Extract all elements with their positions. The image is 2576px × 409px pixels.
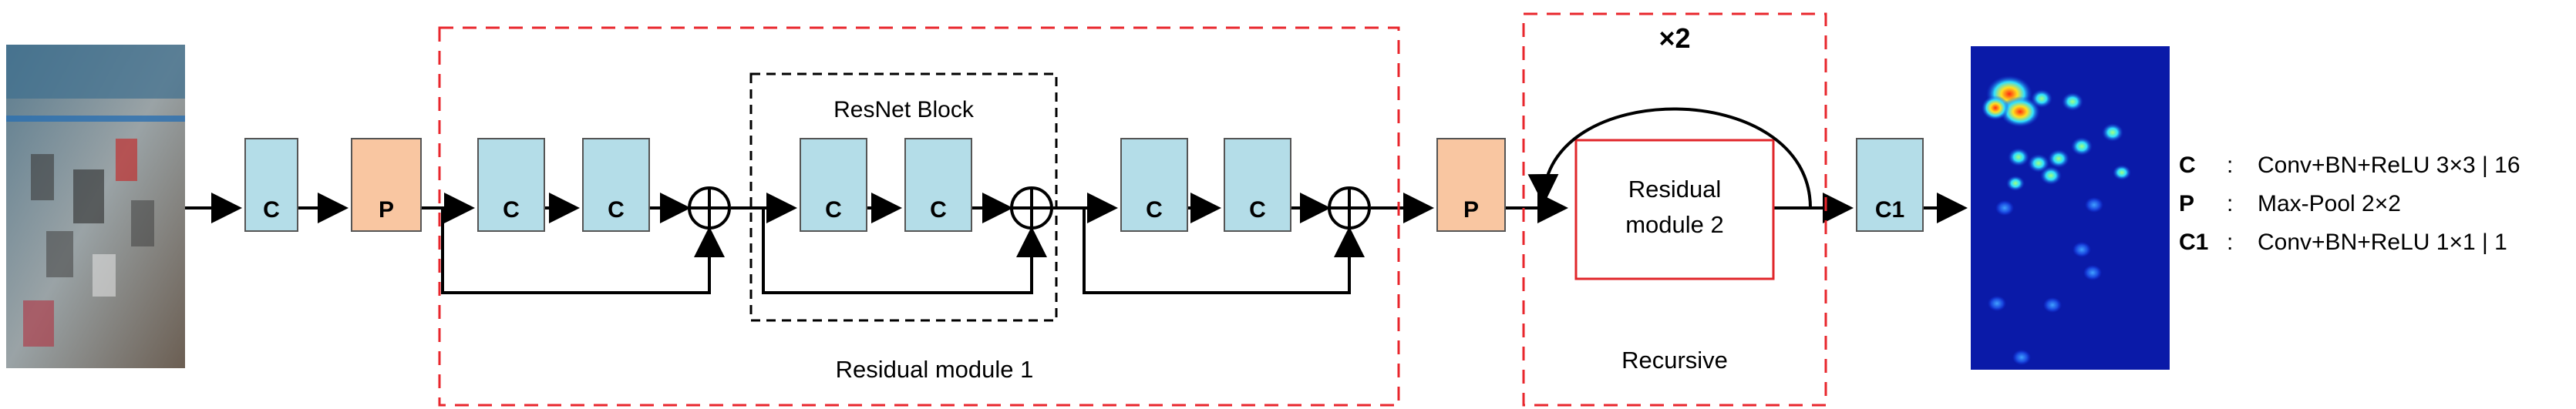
residual-module-2-label-line2: module 2: [1625, 211, 1724, 238]
conv-block: C: [582, 138, 650, 232]
sum-node: [1010, 186, 1053, 230]
svg-text:C: C: [1249, 197, 1266, 223]
recursion-loop-arrow: [1527, 107, 1812, 209]
recursive-frame: [1522, 12, 1827, 407]
input-image: [6, 45, 185, 368]
residual-module-2-label-line1: Residual: [1628, 176, 1722, 203]
legend-description: Conv+BN+ReLU 3×3 | 16: [2258, 153, 2520, 178]
svg-text:C: C: [503, 197, 520, 223]
legend-key: C: [2179, 153, 2196, 178]
legend-description: Conv+BN+ReLU 1×1 | 1: [2258, 230, 2507, 255]
skip-connection-1: [441, 208, 725, 294]
pool-block: P: [351, 138, 422, 232]
svg-text:C: C: [930, 197, 947, 223]
svg-text:C: C: [1146, 197, 1163, 223]
resnet-block-frame: [749, 72, 1058, 322]
residual-module-2-box: [1574, 139, 1775, 280]
residual-module-1-frame: [438, 26, 1400, 407]
recursive-label: Recursive: [1621, 347, 1728, 374]
conv-block: C: [1120, 138, 1188, 232]
svg-text:P: P: [1463, 197, 1479, 223]
legend-key: C1: [2179, 230, 2209, 255]
svg-text:C: C: [608, 197, 625, 223]
svg-text:P: P: [379, 197, 394, 223]
legend-row-conv1: C1 : Conv+BN+ReLU 1×1 | 1: [2179, 230, 2564, 268]
svg-text:C1: C1: [1875, 197, 1904, 223]
legend-key: P: [2179, 191, 2195, 216]
legend-row-pool: P : Max-Pool 2×2: [2179, 191, 2564, 230]
resnet-block-label: ResNet Block: [833, 97, 975, 122]
conv-block: C: [477, 138, 545, 232]
sum-node: [688, 186, 731, 230]
sum-node: [1328, 186, 1371, 230]
legend-row-conv: C : Conv+BN+ReLU 3×3 | 16: [2179, 153, 2564, 191]
skip-connection-3: [1083, 208, 1365, 294]
svg-text:C: C: [263, 197, 280, 223]
legend: C : Conv+BN+ReLU 3×3 | 16 P : Max-Pool 2…: [2179, 153, 2564, 268]
repeat-label: ×2: [1658, 22, 1690, 54]
legend-separator: :: [2227, 230, 2234, 255]
pool-block: P: [1436, 138, 1506, 232]
conv-block: C: [800, 138, 867, 232]
svg-text:C: C: [825, 197, 842, 223]
legend-description: Max-Pool 2×2: [2258, 191, 2401, 216]
legend-separator: :: [2227, 191, 2234, 216]
legend-separator: :: [2227, 153, 2234, 178]
conv1-block: C1: [1856, 138, 1924, 232]
conv-block: C: [1224, 138, 1291, 232]
output-density-map: [1971, 46, 2170, 370]
conv-block: C: [244, 138, 298, 232]
skip-connection-2: [762, 208, 1047, 294]
residual-module-1-label: Residual module 1: [836, 356, 1034, 383]
conv-block: C: [904, 138, 972, 232]
